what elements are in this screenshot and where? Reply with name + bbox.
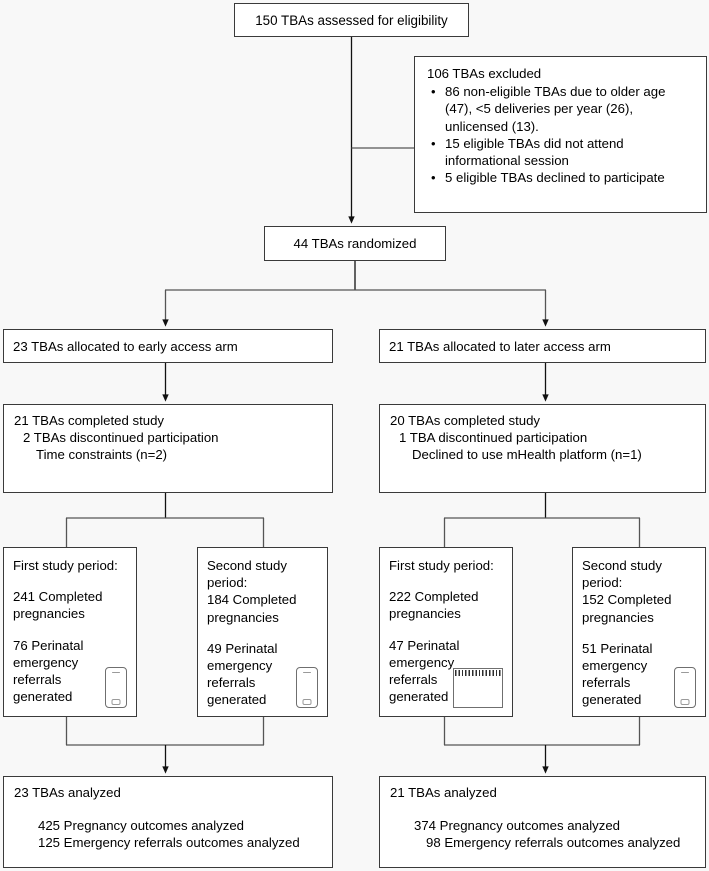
spacer xyxy=(389,623,504,637)
box-allocation-early-arm: 23 TBAs allocated to early access arm xyxy=(3,329,333,363)
period-1-referrals-line3: referrals xyxy=(13,672,62,688)
period-2-heading-line1: Second study xyxy=(207,558,287,573)
period-4-pregnancies-line1: 152 Completed xyxy=(582,592,672,608)
followup-later-line2: 1 TBA discontinued participation xyxy=(399,430,588,445)
period-3-pregnancies-line2: pregnancies xyxy=(389,606,461,622)
assessed-label: 150 TBAs assessed for eligibility xyxy=(255,12,448,28)
period-4-heading-line2: period: xyxy=(582,575,623,591)
box-study-period-later-first: First study period: 222 Completed pregna… xyxy=(379,547,513,717)
spacer xyxy=(582,626,697,640)
period-4-referrals-line1: 51 Perinatal xyxy=(582,640,653,656)
analysis-early-line1: 23 TBAs analyzed xyxy=(14,785,121,800)
smartphone-icon xyxy=(105,667,127,708)
list-item: 15 eligible TBAs did not attend informat… xyxy=(431,135,696,170)
spacer xyxy=(13,623,128,637)
analysis-later-line1: 21 TBAs analyzed xyxy=(390,785,497,800)
excluded-reason-list: 86 non-eligible TBAs due to older age (4… xyxy=(427,83,696,187)
period-1-pregnancies-line1: 241 Completed xyxy=(13,589,103,605)
period-4-referrals-line2: emergency xyxy=(582,658,648,674)
analysis-early-line3: 125 Emergency referrals outcomes analyze… xyxy=(38,835,300,850)
randomized-label: 44 TBAs randomized xyxy=(293,236,417,251)
period-4-referrals-line4: generated xyxy=(582,692,642,708)
period-1-pregnancies-line2: pregnancies xyxy=(13,606,85,622)
box-followup-early-arm: 21 TBAs completed study 2 TBAs discontin… xyxy=(3,404,333,493)
box-study-period-early-first: First study period: 241 Completed pregna… xyxy=(3,547,137,717)
list-item: 5 eligible TBAs declined to participate xyxy=(431,169,696,187)
box-analysis-early-arm: 23 TBAs analyzed 425 Pregnancy outcomes … xyxy=(3,776,333,868)
period-2-pregnancies-line2: pregnancies xyxy=(207,609,279,625)
period-2-pregnancies-line1: 184 Completed xyxy=(207,592,297,608)
period-3-referrals-line1: 47 Perinatal xyxy=(389,637,460,653)
box-allocation-later-arm: 21 TBAs allocated to later access arm xyxy=(379,329,706,363)
box-study-period-later-second: Second study period: 152 Completed pregn… xyxy=(572,547,706,717)
period-1-heading: First study period: xyxy=(13,558,118,573)
list-item: 86 non-eligible TBAs due to older age (4… xyxy=(431,83,696,135)
smartphone-icon xyxy=(296,667,318,708)
period-2-referrals-line1: 49 Perinatal xyxy=(207,640,278,656)
followup-later-line3: Declined to use mHealth platform (n=1) xyxy=(412,447,642,462)
spacer xyxy=(14,801,323,817)
period-3-referrals-line4: generated xyxy=(389,689,449,705)
spacer xyxy=(389,574,504,588)
period-2-referrals-line4: generated xyxy=(207,692,267,708)
period-2-referrals-line3: referrals xyxy=(207,675,256,691)
spacer xyxy=(390,801,696,817)
followup-early-line1: 21 TBAs completed study xyxy=(14,413,165,428)
excluded-header: 106 TBAs excluded xyxy=(427,66,542,81)
smartphone-icon xyxy=(674,667,696,708)
box-excluded: 106 TBAs excluded 86 non-eligible TBAs d… xyxy=(414,56,707,213)
box-study-period-early-second: Second study period: 184 Completed pregn… xyxy=(197,547,328,717)
period-4-heading-line1: Second study xyxy=(582,558,662,573)
period-1-referrals-line4: generated xyxy=(13,689,73,705)
period-4-referrals-line3: referrals xyxy=(582,675,631,691)
period-3-heading: First study period: xyxy=(389,558,494,573)
box-randomized: 44 TBAs randomized xyxy=(264,226,446,261)
analysis-later-line3: 98 Emergency referrals outcomes analyzed xyxy=(426,835,681,850)
followup-early-line3: Time constraints (n=2) xyxy=(36,447,168,462)
box-followup-later-arm: 20 TBAs completed study 1 TBA discontinu… xyxy=(379,404,706,493)
period-3-referrals-line3: referrals xyxy=(389,672,438,688)
box-analysis-later-arm: 21 TBAs analyzed 374 Pregnancy outcomes … xyxy=(379,776,706,868)
box-assessed-for-eligibility: 150 TBAs assessed for eligibility xyxy=(234,3,469,37)
allocation-later-label: 21 TBAs allocated to later access arm xyxy=(389,338,611,354)
spacer xyxy=(207,626,319,640)
allocation-early-label: 23 TBAs allocated to early access arm xyxy=(13,338,238,354)
followup-early-line2: 2 TBAs discontinued participation xyxy=(23,430,219,445)
followup-later-line1: 20 TBAs completed study xyxy=(390,413,541,428)
period-2-heading-line2: period: xyxy=(207,575,248,591)
period-1-referrals-line2: emergency xyxy=(13,654,79,670)
spacer xyxy=(13,574,128,588)
period-3-pregnancies-line1: 222 Completed xyxy=(389,589,479,605)
period-1-referrals-line1: 76 Perinatal xyxy=(13,637,84,653)
notepad-icon xyxy=(453,668,503,708)
period-2-referrals-line2: emergency xyxy=(207,658,273,674)
period-4-pregnancies-line2: pregnancies xyxy=(582,609,654,625)
period-3-referrals-line2: emergency xyxy=(389,654,455,670)
analysis-later-line2: 374 Pregnancy outcomes analyzed xyxy=(414,818,621,833)
analysis-early-line2: 425 Pregnancy outcomes analyzed xyxy=(38,818,245,833)
